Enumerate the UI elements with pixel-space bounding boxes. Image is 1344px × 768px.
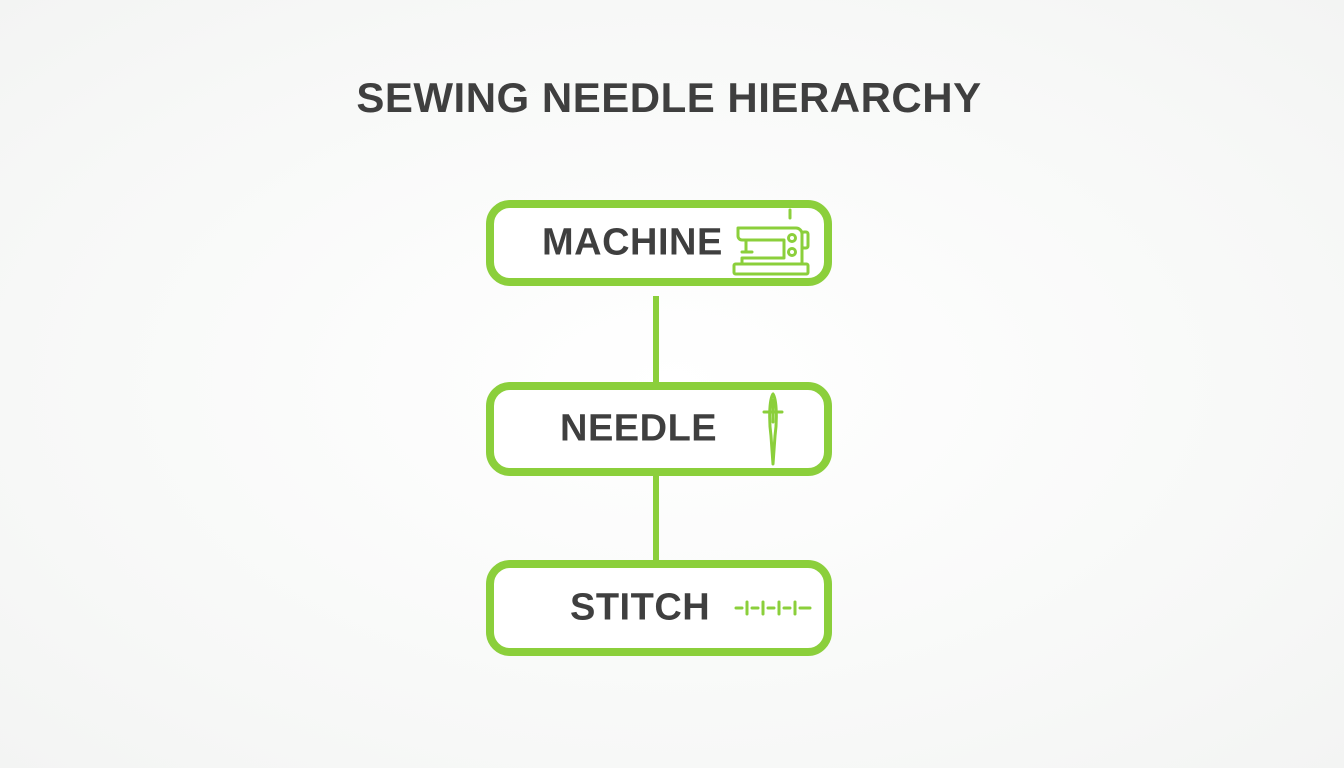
node-stitch-label: STITCH bbox=[570, 586, 711, 629]
node-machine-label: MACHINE bbox=[542, 221, 723, 264]
node-needle: NEEDLE bbox=[486, 382, 832, 476]
stitch-line-icon bbox=[734, 598, 814, 618]
needle-icon bbox=[762, 392, 784, 466]
connector-machine-needle bbox=[653, 296, 659, 382]
node-stitch: STITCH bbox=[486, 560, 832, 656]
sewing-machine-icon bbox=[732, 208, 812, 278]
page-title: SEWING NEEDLE HIERARCHY bbox=[356, 74, 982, 121]
node-machine: MACHINE bbox=[486, 200, 832, 286]
connector-needle-stitch bbox=[653, 476, 659, 560]
node-needle-label: NEEDLE bbox=[560, 407, 718, 450]
